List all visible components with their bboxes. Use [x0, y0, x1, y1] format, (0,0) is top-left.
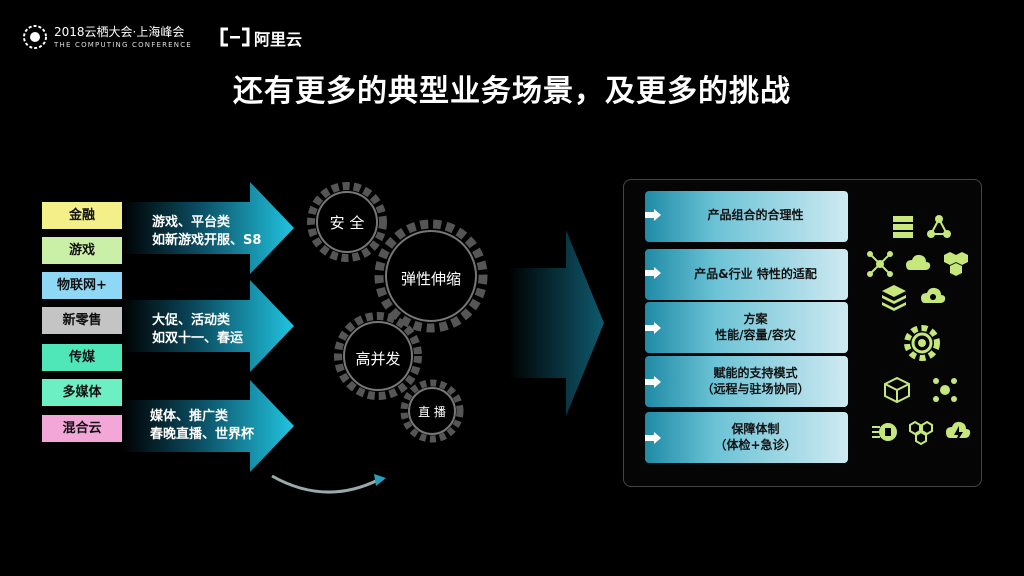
- scenario-gaming: 游戏、平台类 如新游戏开服、S8: [152, 214, 261, 250]
- gear-live-icon: [400, 379, 464, 443]
- challenge-row-assurance: 保障体制 （体检+急诊）: [645, 412, 848, 463]
- brand-name: 阿里云: [254, 30, 303, 49]
- molecule-icon: [933, 378, 957, 402]
- page-title: 还有更多的典型业务场景，及更多的挑战: [233, 74, 791, 109]
- gear-concurrency-icon: [334, 312, 422, 400]
- challenge-row-product-combination: 产品组合的合理性: [645, 191, 848, 242]
- industry-tag-finance: 金融: [42, 202, 122, 229]
- challenge-label-4: 赋能的支持模式 （远程与驻场协同）: [663, 365, 848, 397]
- challenge-label-2: 产品&行业 特性的适配: [694, 267, 817, 281]
- challenge-label-5-line2: （体检+急诊）: [714, 438, 797, 452]
- challenge-label-3: 方案 性能/容量/容灾: [663, 311, 848, 343]
- scenario-gaming-line2: 如新游戏开服、S8: [152, 233, 262, 248]
- industry-tag-multimedia: 多媒体: [42, 379, 122, 406]
- row-arrow-icon: [645, 209, 661, 221]
- scenario-media: 媒体、推广类 春晚直播、世界杯: [150, 408, 254, 444]
- cube-box-icon: [884, 376, 910, 404]
- database-layers-icon: [882, 285, 906, 311]
- scenario-media-line1: 媒体、推广类: [150, 409, 229, 424]
- conference-title: 2018云栖大会·上海峰会: [54, 25, 185, 39]
- conference-subtitle: THE COMPUTING CONFERENCE: [54, 41, 192, 49]
- scenario-gaming-line1: 游戏、平台类: [152, 215, 231, 230]
- hexagon-cluster-icon: [944, 252, 968, 276]
- aliyun-logo-icon: [220, 27, 250, 47]
- gear-label-security: 安 全: [329, 214, 365, 232]
- challenge-label-5-line1: 保障体制: [731, 422, 780, 436]
- gear-label-concurrency: 高并发: [355, 350, 401, 368]
- gear-security-icon: [307, 182, 387, 262]
- cluster-nodes-icon: [927, 215, 951, 238]
- challenge-label-4-line2: （远程与驻场协同）: [701, 382, 810, 396]
- cloud-network-icon: [921, 287, 946, 303]
- challenge-row-solution: 方案 性能/容量/容灾: [645, 302, 848, 353]
- network-hub-icon: [867, 251, 893, 277]
- challenge-label-3-line2: 性能/容量/容灾: [715, 328, 796, 342]
- challenge-label-5: 保障体制 （体检+急诊）: [663, 421, 848, 453]
- row-arrow-icon: [645, 267, 661, 279]
- industry-tag-hybrid-cloud: 混合云: [42, 415, 122, 442]
- settings-gear-icon: [904, 325, 940, 361]
- row-arrow-icon: [645, 432, 661, 444]
- scenario-promotion-line2: 如双十一、春运: [152, 331, 244, 346]
- cloud-bolt-icon: [946, 421, 971, 443]
- scenario-arrow-promotion: [122, 280, 294, 372]
- scenario-promotion-line1: 大促、活动类: [152, 313, 231, 328]
- scenario-arrow-gaming: [122, 182, 294, 274]
- big-arrow-icon: [508, 230, 604, 416]
- gears-diagram: [307, 182, 488, 443]
- challenge-label-3-line1: 方案: [743, 312, 768, 326]
- gear-label-elastic: 弹性伸缩: [400, 270, 461, 288]
- gear-label-live: 直 播: [418, 405, 446, 419]
- server-stack-icon: [893, 216, 913, 238]
- industry-tag-iot: 物联网+: [42, 272, 122, 299]
- challenge-label-1: 产品组合的合理性: [707, 208, 804, 222]
- scenario-media-line2: 春晚直播、世界杯: [150, 427, 255, 442]
- industry-tag-media: 传媒: [42, 344, 122, 371]
- challenge-row-enablement: 赋能的支持模式 （远程与驻场协同）: [645, 356, 848, 407]
- industry-tag-gaming: 游戏: [42, 237, 122, 264]
- conference-logo-icon: [23, 25, 47, 49]
- industry-tag-retail: 新零售: [42, 307, 122, 334]
- scenario-promotion: 大促、活动类 如双十一、春运: [152, 312, 243, 348]
- gateway-icon: [872, 423, 897, 441]
- row-arrow-icon: [645, 376, 661, 388]
- challenge-label-4-line1: 赋能的支持模式: [713, 366, 798, 380]
- gear-elastic-icon: [374, 219, 488, 333]
- scenario-arrow-media: [122, 380, 294, 472]
- row-arrow-icon: [645, 322, 661, 334]
- cycle-arrow-icon: [271, 474, 386, 494]
- cloud-sync-icon: [906, 254, 931, 270]
- hexagon-chain-icon: [909, 420, 933, 446]
- challenge-row-industry-fit: 产品&行业 特性的适配: [645, 249, 848, 300]
